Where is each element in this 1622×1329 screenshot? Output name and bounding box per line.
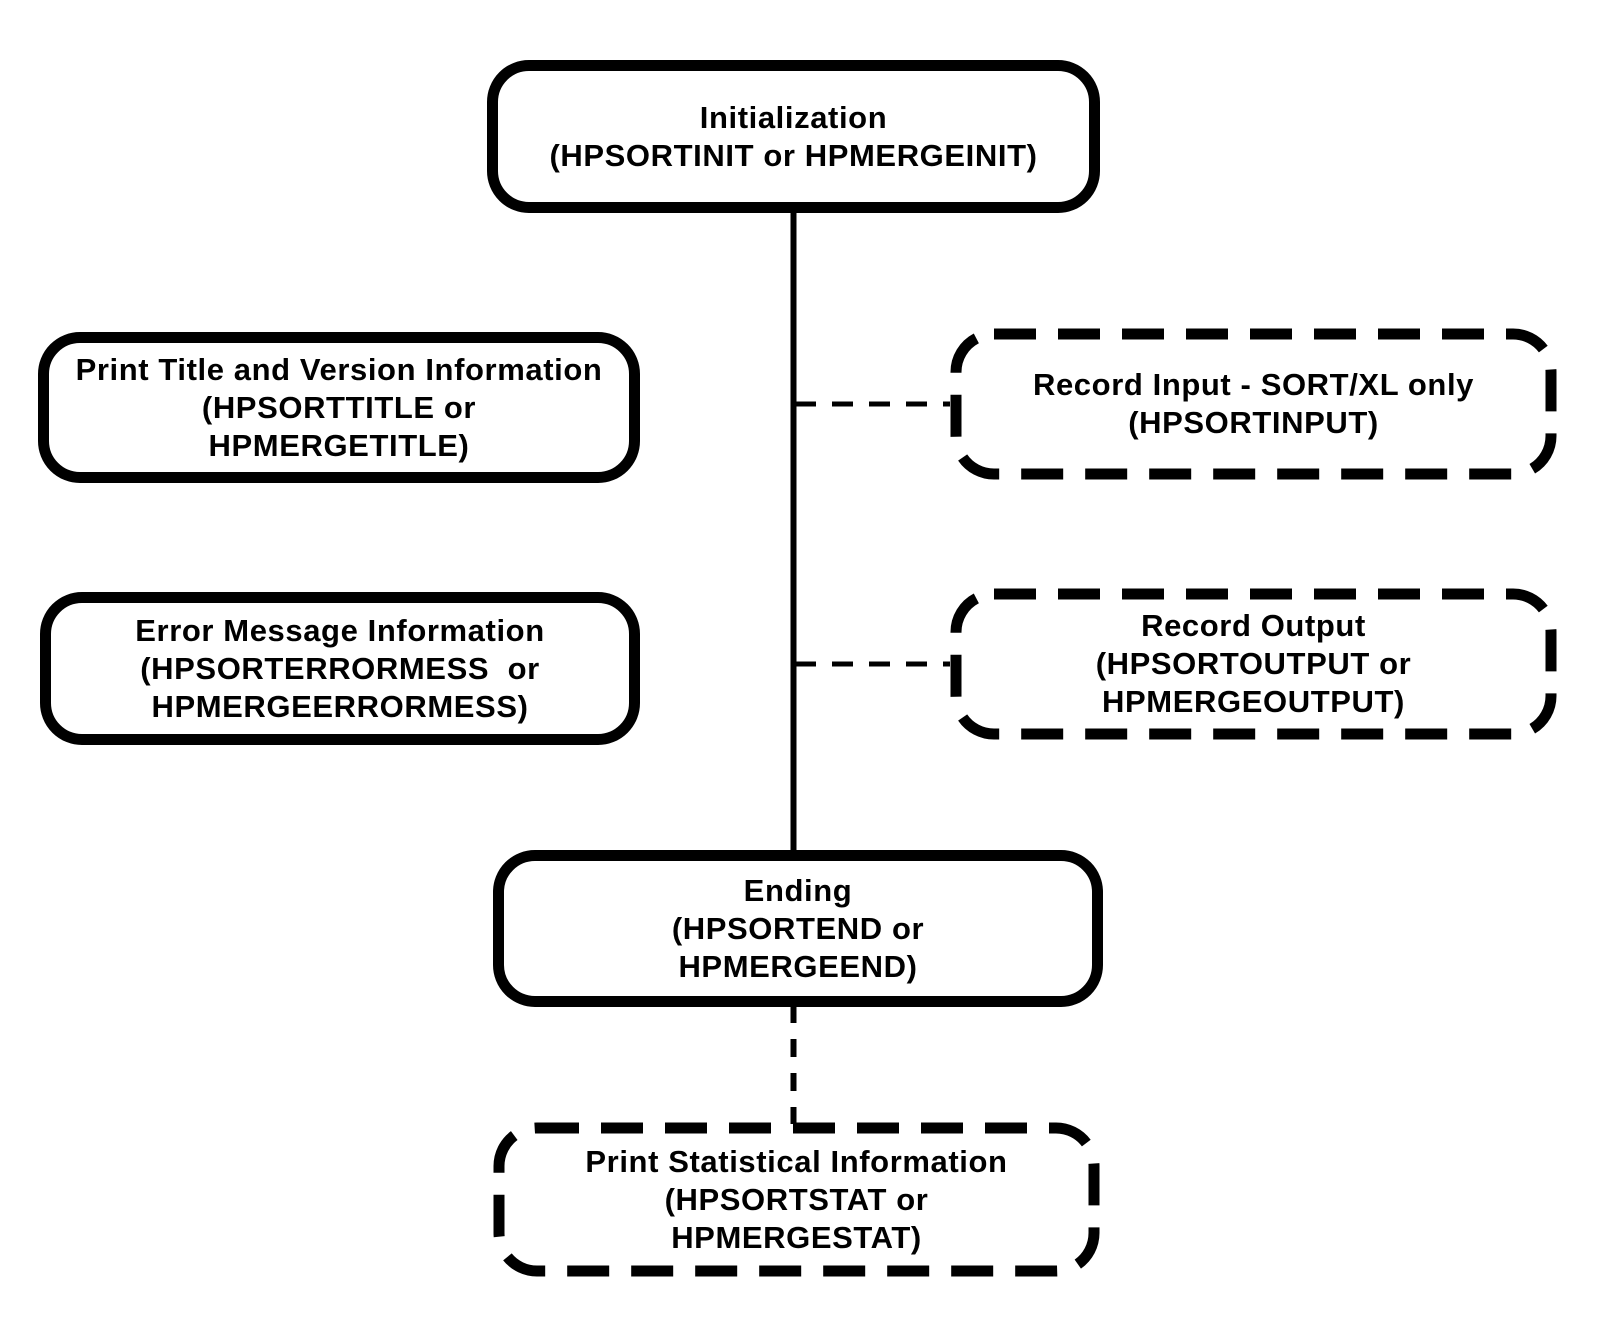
node-ending: Ending (HPSORTEND or HPMERGEEND) bbox=[493, 850, 1103, 1007]
node-print-title-title: Print Title and Version Information bbox=[75, 351, 603, 387]
node-print-title: Print Title and Version Information (HPS… bbox=[38, 332, 640, 483]
node-print-statistical-intrinsics2: HPMERGESTAT) bbox=[671, 1219, 922, 1255]
node-ending-intrinsics: (HPSORTEND or bbox=[671, 910, 925, 946]
node-initialization-intrinsics: (HPSORTINIT or HPMERGEINIT) bbox=[549, 137, 1038, 173]
node-ending-intrinsics2: HPMERGEEND) bbox=[678, 948, 918, 984]
node-print-statistical-intrinsics: (HPSORTSTAT or bbox=[664, 1181, 929, 1217]
node-print-title-intrinsics2: HPMERGETITLE) bbox=[208, 427, 470, 463]
node-print-statistical: Print Statistical Information (HPSORTSTA… bbox=[493, 1122, 1100, 1277]
node-record-output-intrinsics2: HPMERGEOUTPUT) bbox=[1102, 684, 1405, 719]
node-record-output-title: Record Output bbox=[1141, 608, 1366, 643]
node-error-message-title: Error Message Information bbox=[135, 612, 545, 648]
node-print-title-intrinsics: (HPSORTTITLE or bbox=[201, 389, 477, 425]
node-initialization: Initialization (HPSORTINIT or HPMERGEINI… bbox=[487, 60, 1100, 213]
node-record-input: Record Input - SORT/XL only (HPSORTINPUT… bbox=[950, 328, 1557, 480]
node-record-input-intrinsics: (HPSORTINPUT) bbox=[1128, 405, 1379, 440]
node-initialization-title: Initialization bbox=[699, 99, 888, 135]
node-error-message: Error Message Information (HPSORTERRORME… bbox=[40, 592, 640, 745]
node-record-output-intrinsics: (HPSORTOUTPUT or bbox=[1095, 646, 1412, 681]
node-record-input-title: Record Input - SORT/XL only bbox=[1032, 367, 1475, 402]
node-ending-title: Ending bbox=[743, 872, 853, 908]
node-error-message-intrinsics2: HPMERGEERRORMESS) bbox=[151, 688, 529, 724]
node-error-message-intrinsics: (HPSORTERRORMESS or bbox=[140, 650, 540, 686]
node-print-statistical-title: Print Statistical Information bbox=[585, 1143, 1008, 1179]
node-record-output: Record Output (HPSORTOUTPUT or HPMERGEOU… bbox=[950, 588, 1557, 740]
